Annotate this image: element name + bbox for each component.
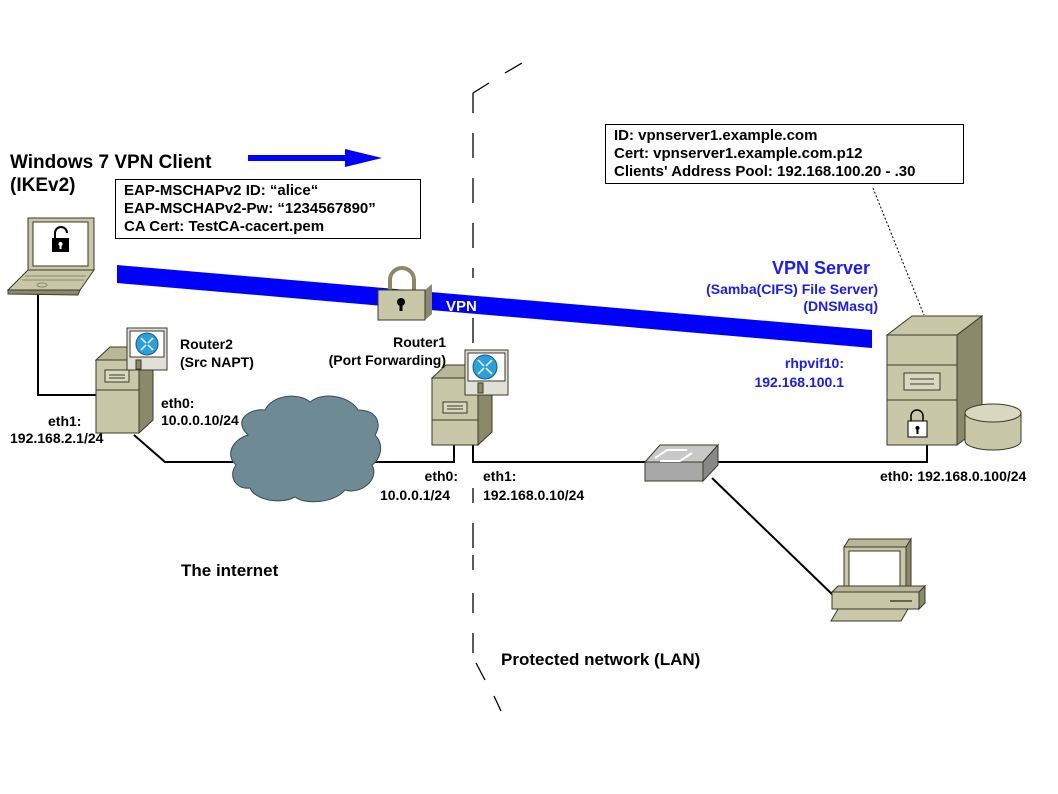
link-router1-switch bbox=[472, 445, 645, 463]
vpn-tunnel bbox=[117, 265, 872, 348]
link-cloud-router1 bbox=[372, 445, 455, 463]
link-client-router2 bbox=[37, 290, 96, 396]
client-config-line: CA Cert: TestCA-cacert.pem bbox=[124, 218, 325, 235]
router2-icon bbox=[94, 327, 168, 435]
client-config-line: EAP-MSCHAPv2-Pw: “1234567890” bbox=[124, 200, 376, 217]
client-title: Windows 7 VPN Client bbox=[10, 152, 212, 173]
client-subtitle: (IKEv2) bbox=[10, 175, 76, 196]
server-config-line: Cert: vpnserver1.example.com.p12 bbox=[614, 145, 863, 162]
vpn-padlock-icon bbox=[377, 266, 432, 321]
zone-internet-label: The internet bbox=[181, 561, 279, 580]
server-config-box: ID: vpnserver1.example.com Cert: vpnserv… bbox=[605, 124, 964, 184]
server-vif-name: rhpvif10: bbox=[784, 355, 844, 371]
router1-role: (Port Forwarding) bbox=[328, 352, 446, 368]
link-switch-pc bbox=[711, 477, 837, 599]
client-config-box: EAP-MSCHAPv2 ID: “alice“ EAP-MSCHAPv2-Pw… bbox=[115, 179, 421, 239]
server-config-line: ID: vpnserver1.example.com bbox=[614, 127, 818, 144]
router1-eth1-name: eth1: bbox=[483, 468, 517, 484]
server-lock-icon bbox=[907, 409, 928, 438]
router2-eth0-name: eth0: bbox=[161, 395, 195, 411]
router2-name: Router2 bbox=[180, 336, 233, 352]
router2-eth1-ip: 192.168.2.1/24 bbox=[10, 430, 104, 446]
laptop-icon bbox=[6, 217, 95, 296]
config-callout-line bbox=[872, 187, 925, 316]
link-switch-server bbox=[718, 445, 928, 463]
network-boundary-line bbox=[472, 62, 523, 712]
router1-eth0-name: eth0: bbox=[424, 468, 458, 484]
server-vif-ip: 192.168.100.1 bbox=[754, 374, 844, 390]
server-eth0-label: eth0: 192.168.0.100/24 bbox=[880, 468, 1027, 484]
direction-arrow-icon bbox=[248, 149, 382, 167]
client-config-line: EAP-MSCHAPv2 ID: “alice“ bbox=[124, 182, 319, 199]
pc-icon bbox=[830, 537, 927, 622]
server-disk-icon bbox=[964, 403, 1022, 451]
laptop-lock-icon bbox=[52, 226, 69, 252]
router1-eth0-ip: 10.0.0.1/24 bbox=[379, 487, 450, 503]
server-service-samba: (Samba(CIFS) File Server) bbox=[706, 281, 878, 297]
internet-cloud bbox=[230, 395, 382, 503]
server-title: VPN Server bbox=[771, 258, 870, 278]
server-service-dnsmasq: (DNSMasq) bbox=[803, 298, 878, 314]
switch-icon bbox=[643, 443, 720, 483]
link-router2-cloud bbox=[133, 434, 238, 463]
server-config-line: Clients' Address Pool: 192.168.100.20 - … bbox=[614, 163, 916, 180]
router1-icon bbox=[430, 349, 509, 447]
vpn-tunnel-label: VPN bbox=[446, 298, 477, 315]
router2-eth1-name: eth1: bbox=[48, 413, 82, 429]
router1-eth1-ip: 192.168.0.10/24 bbox=[483, 487, 585, 503]
router1-name: Router1 bbox=[393, 334, 446, 350]
router2-eth0-ip: 10.0.0.10/24 bbox=[161, 412, 239, 428]
router2-role: (Src NAPT) bbox=[180, 354, 254, 370]
network-links bbox=[37, 187, 928, 599]
zone-lan-label: Protected network (LAN) bbox=[501, 650, 701, 669]
